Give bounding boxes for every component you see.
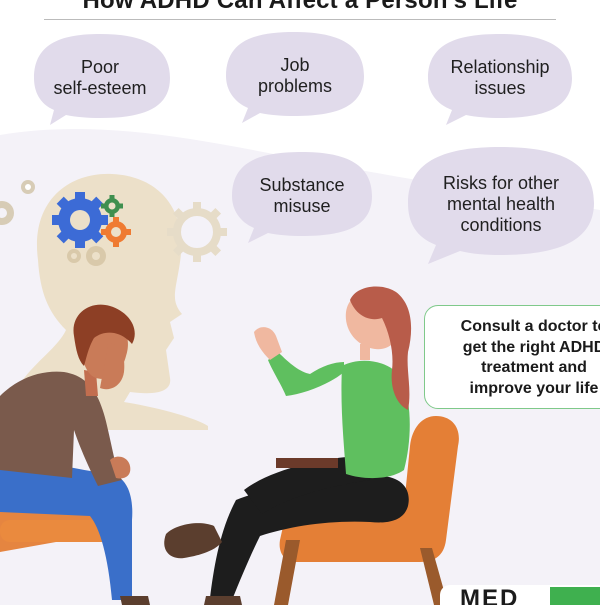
bubble-line: self-esteem [53, 78, 147, 98]
cta-line: treatment and [481, 359, 587, 376]
gear-icon [86, 246, 106, 266]
gear-icon [101, 195, 123, 217]
bubble-line: Poor [80, 57, 119, 77]
bubble-line: problems [257, 76, 333, 96]
bubble-line: conditions [460, 214, 542, 235]
gear-icon [67, 249, 81, 263]
gear-icon [21, 180, 35, 194]
therapist-figure [164, 286, 412, 605]
bubble-line: misuse [273, 196, 331, 216]
bubble-line: Relationship [450, 57, 550, 77]
logo-text: MED [460, 585, 520, 605]
gear-icon [0, 201, 14, 225]
bubble-line: Substance [259, 175, 345, 195]
gear-icon [52, 192, 108, 248]
page-title: How ADHD Can Affect a Person's Life [82, 0, 518, 14]
bubble-line: issues [474, 78, 526, 98]
logo-accent [550, 587, 600, 605]
bubble-line: mental health [446, 193, 556, 214]
cta-line: Consult a doctor to [460, 318, 600, 335]
bubble-line: Risks for other [442, 172, 560, 193]
brand-logo: MED [440, 585, 600, 605]
gear-icon [101, 217, 131, 247]
cta-line: get the right ADHD [462, 338, 600, 356]
title-divider [44, 19, 556, 20]
patient-figure [0, 304, 150, 605]
gear-icon [167, 202, 227, 262]
bubble-line: Job [280, 55, 310, 75]
consult-doctor-callout: Consult a doctor to get the right ADHD t… [424, 305, 600, 409]
cta-line: improve your life [469, 379, 599, 397]
